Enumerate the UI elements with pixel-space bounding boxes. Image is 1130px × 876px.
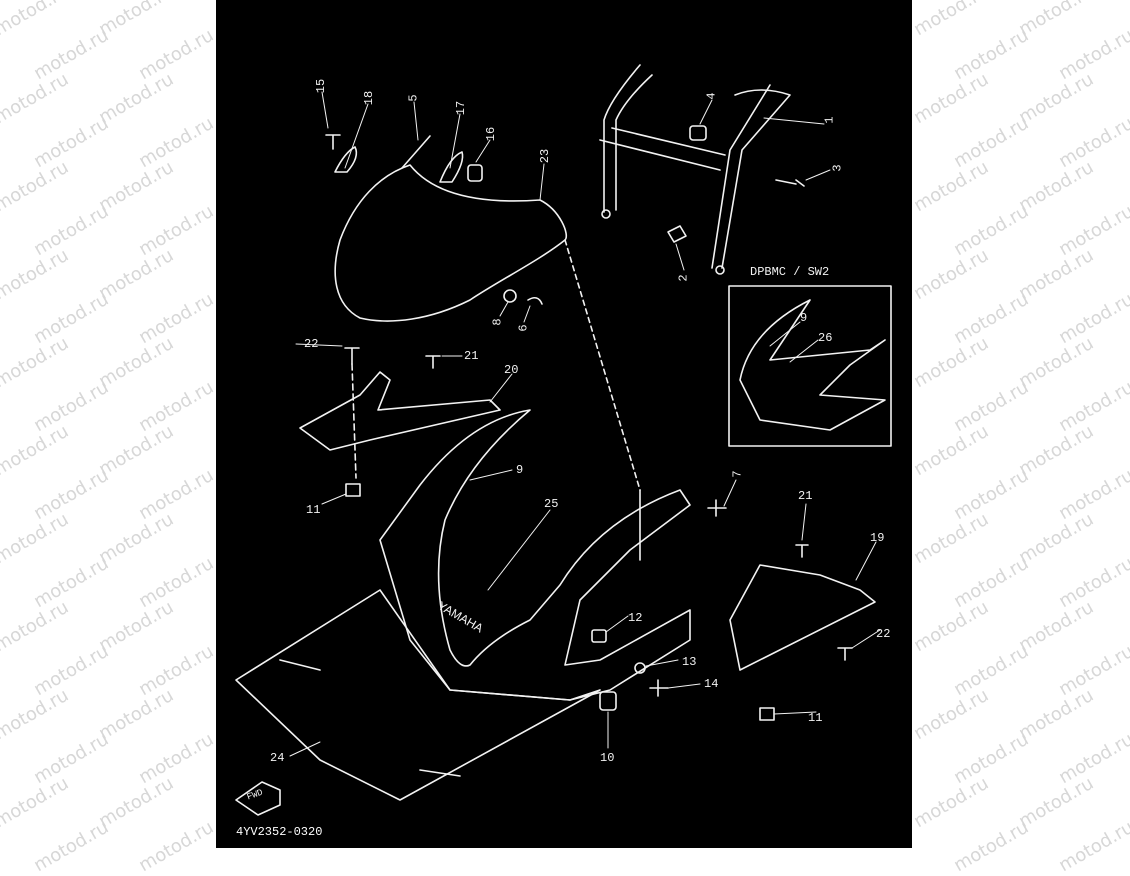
screw-22-left [344, 347, 360, 365]
screw-21-right [795, 544, 809, 558]
callout-16: 16 [484, 126, 499, 142]
callout-24: 24 [270, 751, 285, 765]
nut-4 [689, 125, 707, 141]
callout-inset-9: 9 [800, 311, 808, 325]
callout-5: 5 [406, 94, 421, 102]
callout-2: 2 [676, 274, 691, 282]
callout-11-right: 11 [808, 711, 823, 725]
callout-18: 18 [362, 90, 377, 106]
screw-15 [325, 134, 341, 150]
washer-13 [634, 662, 646, 674]
side-panel-19 [729, 564, 876, 671]
callout-20: 20 [504, 363, 519, 377]
callout-7: 7 [730, 470, 745, 478]
nut-11-right [759, 707, 775, 721]
grommet-8 [503, 289, 517, 303]
damper-10 [599, 691, 617, 711]
fwd-arrow-outline [235, 781, 281, 816]
diagram-code: 4YV2352-0320 [236, 825, 323, 839]
callout-4: 4 [704, 92, 719, 100]
collar-2 [667, 225, 687, 243]
well-nut-18 [334, 146, 358, 173]
bolt-7 [707, 499, 727, 517]
nut-16 [467, 164, 483, 182]
grommet-12 [591, 629, 607, 643]
callout-1: 1 [822, 116, 837, 124]
variant-inset-box [728, 285, 892, 447]
callout-26: 26 [818, 331, 833, 345]
callout-11-left: 11 [306, 503, 321, 517]
variant-cowling [739, 299, 886, 431]
parts-diagram: YAMAHA [235, 64, 892, 816]
clip-6 [527, 296, 543, 305]
callout-22-left: 22 [304, 337, 319, 351]
callout-19: 19 [870, 531, 885, 545]
bolt-14 [649, 679, 669, 697]
callout-25: 25 [544, 497, 559, 511]
washer-17 [439, 151, 464, 183]
under-cover-24 [235, 589, 601, 801]
cowling-9 [379, 409, 691, 701]
diagram-panel [216, 0, 912, 848]
stay-bracket [599, 64, 791, 269]
nut-11-left [345, 483, 361, 497]
callout-6: 6 [516, 324, 531, 332]
callout-14: 14 [704, 677, 719, 691]
callout-13: 13 [682, 655, 697, 669]
screw-22-right [837, 647, 853, 661]
callout-9: 9 [516, 463, 524, 477]
variant-label: DPBMC / SW2 [750, 265, 830, 279]
callout-12: 12 [628, 611, 643, 625]
callout-22-right: 22 [876, 627, 891, 641]
inner-panel-20 [299, 371, 501, 451]
callout-10: 10 [600, 751, 615, 765]
callout-23: 23 [538, 148, 553, 164]
screw-21-left [425, 355, 441, 369]
bolt-3 [775, 179, 805, 187]
callout-3: 3 [830, 164, 845, 172]
callout-21-left: 21 [464, 349, 479, 363]
callout-15: 15 [314, 78, 329, 94]
callout-8: 8 [490, 318, 505, 326]
callout-21-right: 21 [798, 489, 813, 503]
callout-17: 17 [454, 100, 469, 116]
